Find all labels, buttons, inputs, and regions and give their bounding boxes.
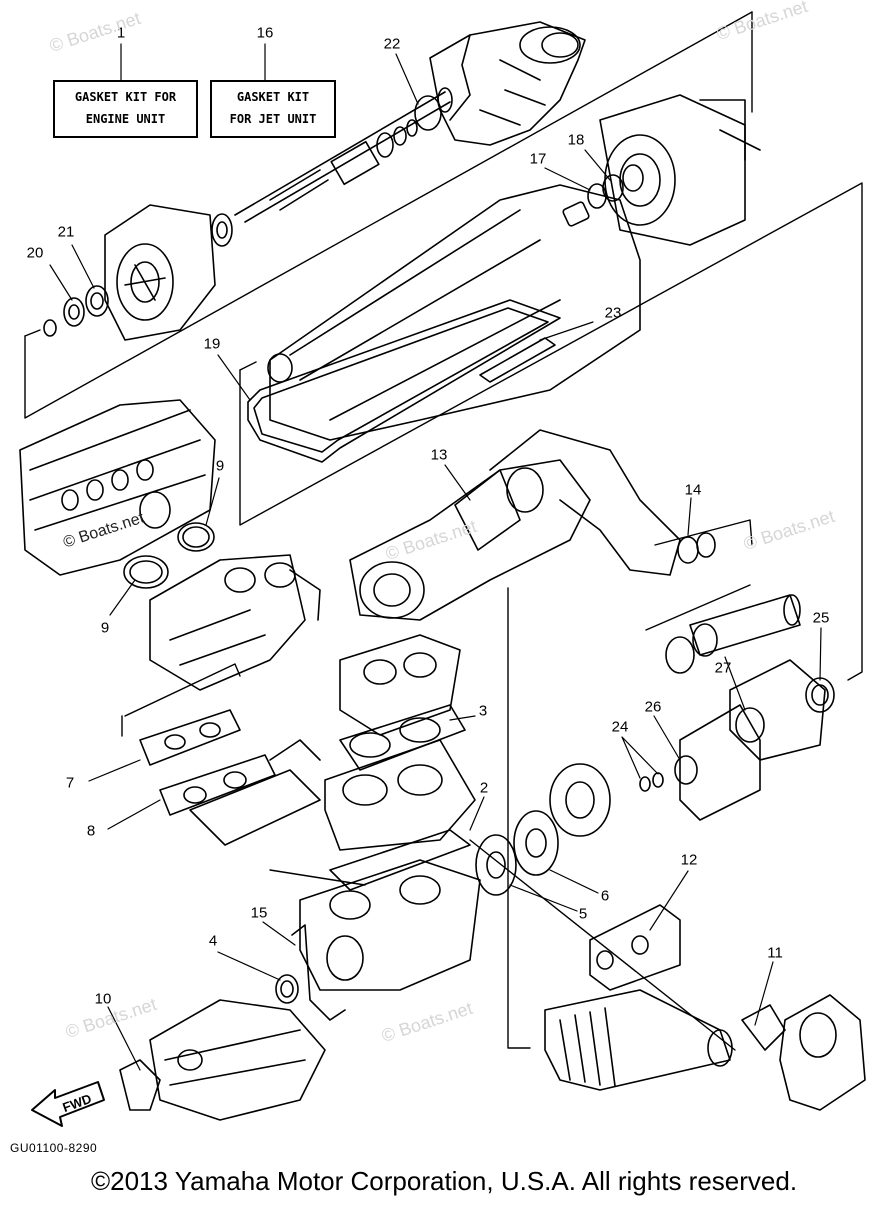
part-22-ring (414, 95, 442, 131)
part-8-gasket (159, 754, 276, 816)
part-10-pump (119, 1059, 161, 1111)
part-9-ring-upper (177, 522, 215, 552)
callout-12: 12 (680, 851, 698, 869)
callout-25: 25 (812, 609, 830, 627)
callout-17: 17 (529, 150, 547, 168)
callout-15: 15 (250, 904, 268, 922)
callout-24: 24 (611, 718, 629, 736)
coupler-assembly (475, 704, 761, 896)
cylinder-head (324, 634, 476, 891)
callout-26: 26 (644, 698, 662, 716)
callout-21: 21 (57, 223, 75, 241)
carburetor-assembly (149, 554, 321, 691)
gasket-kit-jet-line2: FOR JET UNIT (229, 112, 317, 126)
part-12-gasket (589, 904, 681, 991)
callout-23: 23 (604, 304, 622, 322)
spline-gear (562, 201, 590, 227)
callout-9-lower: 9 (100, 619, 110, 637)
callout-13: 13 (430, 446, 448, 464)
jet-duct-cover (247, 184, 641, 463)
part-3-gasket (339, 704, 466, 771)
gasket-kit-engine-line2: ENGINE UNIT (85, 112, 166, 126)
callout-10: 10 (94, 990, 112, 1008)
part-2-gasket (329, 829, 471, 891)
callout-27: 27 (714, 659, 732, 677)
part-14-clamp (677, 536, 699, 564)
callout-19: 19 (203, 335, 221, 353)
pump-cover (729, 659, 826, 761)
intake-manifold-gaskets (139, 709, 321, 846)
impeller-housing (599, 94, 761, 246)
callout-11: 11 (767, 944, 783, 962)
exhaust-chamber (349, 429, 681, 621)
diagram-code: GU01100-8290 (10, 1141, 98, 1155)
copyright-notice: ©2013 Yamaha Motor Corporation, U.S.A. A… (90, 1166, 798, 1196)
callout-leader-lines (49, 43, 822, 1071)
part-9-ring-lower (123, 555, 169, 589)
part-5-seal (475, 834, 517, 896)
callout-1: 1 (116, 24, 126, 42)
callout-8: 8 (86, 822, 96, 840)
pump-mount-plate (104, 204, 216, 341)
callout-22: 22 (383, 35, 401, 53)
muffler (779, 994, 866, 1111)
gasket-kit-engine-line1: GASKET KIT FOR (74, 90, 177, 104)
part-11-gasket (741, 1004, 786, 1051)
part-27-bearing (735, 707, 765, 743)
callout-4: 4 (208, 932, 218, 950)
part-23-strip (479, 337, 556, 383)
callout-3: 3 (478, 702, 488, 720)
muffler-hose (665, 594, 801, 674)
part-13-gasket (454, 469, 521, 551)
part-20-seal (63, 297, 85, 327)
callout-20: 20 (26, 244, 44, 262)
callout-16: 16 (256, 24, 274, 42)
callout-7: 7 (65, 774, 75, 792)
part-25-seal (805, 677, 835, 713)
part-15-gasket (291, 924, 346, 1021)
callout-6: 6 (600, 887, 610, 905)
gasket-kit-jet-label: GASKET KIT FOR JET UNIT (210, 80, 336, 138)
part-4-seal (275, 974, 299, 1004)
jet-pump-housing (429, 21, 586, 146)
callout-9-upper: 9 (215, 457, 225, 475)
oil-tank (119, 999, 326, 1121)
callout-5: 5 (578, 905, 588, 923)
part-26-bearing (674, 755, 698, 785)
callout-14: 14 (684, 481, 702, 499)
gasket-kit-engine-label: GASKET KIT FOR ENGINE UNIT (53, 80, 198, 138)
callout-2: 2 (479, 779, 489, 797)
gasket-kit-jet-line1: GASKET KIT (236, 90, 310, 104)
part-6-seal (513, 810, 559, 876)
part-7-gasket (139, 709, 241, 766)
fwd-arrow-shape (31, 1081, 105, 1127)
exhaust-bellows (544, 989, 733, 1091)
part-21-bearing (85, 285, 109, 317)
part-24-rings (639, 776, 651, 792)
drive-shaft (211, 87, 453, 247)
crankcase (291, 859, 481, 1021)
callout-18: 18 (567, 131, 585, 149)
part-18-bearing (602, 174, 624, 202)
